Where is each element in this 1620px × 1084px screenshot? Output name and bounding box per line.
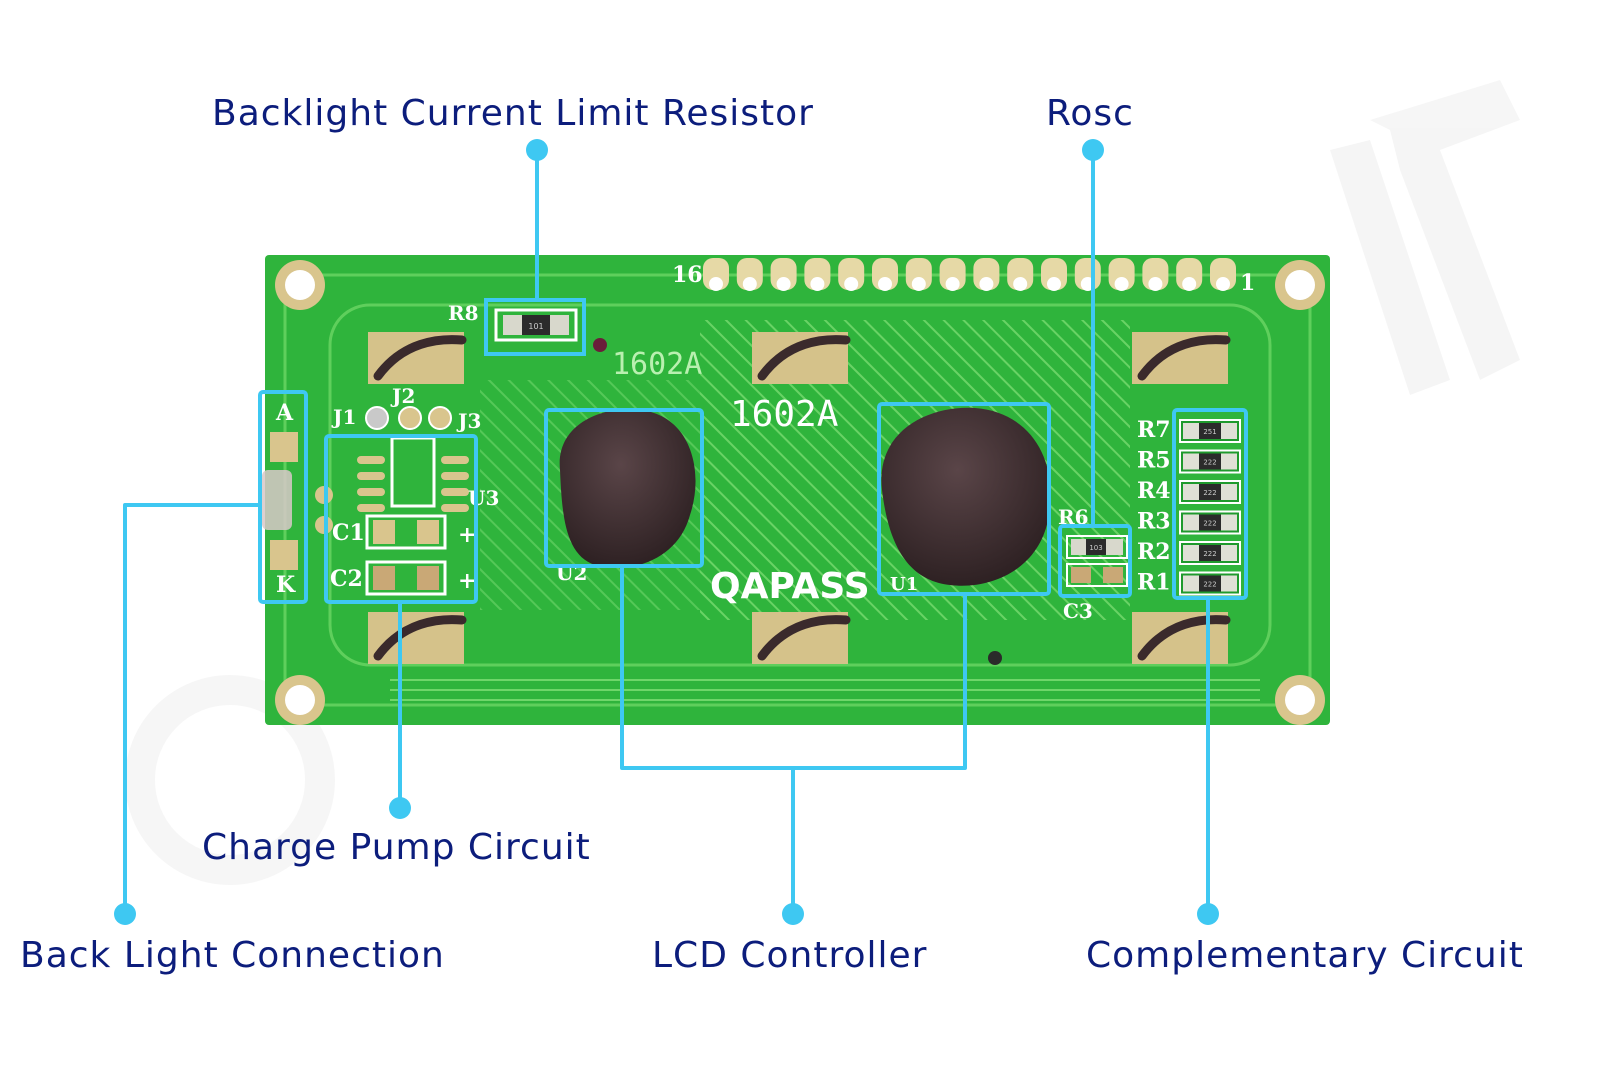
c1-plus: + (458, 522, 476, 548)
via-dot (593, 338, 607, 352)
metal-tab (1132, 612, 1231, 664)
resistor-r4: R4 222 (1137, 478, 1241, 504)
via-dot (988, 651, 1002, 665)
resistor-label: R4 (1137, 478, 1171, 504)
c3-label: C3 (1063, 599, 1093, 623)
label-rosc: Rosc (1046, 93, 1134, 134)
controller-u2 (559, 409, 696, 568)
resistor-label: R5 (1137, 448, 1171, 474)
resistor-code: 222 (1203, 550, 1216, 558)
c1-label: C1 (332, 520, 365, 546)
header-pin (1176, 258, 1203, 291)
dot-backlight-connection (114, 903, 136, 925)
resistor-r7: R7 251 (1137, 417, 1241, 443)
model-silk: 1602A (730, 394, 839, 435)
controller-u1 (881, 407, 1051, 586)
mounting-hole (275, 675, 325, 725)
resistor-r5: R5 222 (1137, 448, 1241, 474)
j1-label: J1 (331, 405, 356, 429)
header-pin (1108, 258, 1135, 291)
header-pin (1007, 258, 1034, 291)
header-pin (1142, 258, 1169, 291)
j3-label: J3 (456, 409, 481, 433)
label-backlight-connection: Back Light Connection (20, 935, 445, 976)
r6-resistor: 103 (1066, 535, 1128, 559)
dot-backlight-resistor (526, 139, 548, 161)
header-pin (770, 258, 797, 291)
metal-tab (752, 612, 851, 664)
resistor-r2: R2 222 (1137, 539, 1241, 565)
mounting-hole (1275, 260, 1325, 310)
mounting-hole (1275, 675, 1325, 725)
resistor-code: 251 (1203, 428, 1216, 436)
pin-header (703, 258, 1236, 291)
metal-tab (1132, 332, 1231, 384)
resistor-code: 222 (1203, 520, 1216, 528)
backlight-led (262, 470, 292, 530)
backlight-pad-k (270, 540, 298, 570)
r8-resistor: 101 (494, 308, 578, 342)
pin-a-label: A (275, 400, 294, 426)
line-backlight-connection (123, 503, 260, 912)
box-backlight-connection (258, 390, 308, 604)
jumper-pad (365, 406, 389, 430)
c2-plus: + (458, 568, 476, 594)
header-pin (872, 258, 898, 291)
dot-charge-pump (389, 797, 411, 819)
u1-label: U1 (890, 574, 918, 595)
callout-dots (114, 139, 1219, 925)
header-pin (736, 258, 763, 291)
header-pin (1074, 258, 1101, 291)
label-lcd-controller: LCD Controller (652, 935, 928, 976)
model-silk-faint: 1602A (612, 347, 702, 382)
resistor-code: 222 (1203, 581, 1216, 589)
jumper-pad (398, 406, 422, 430)
resistor-r3: R3 222 (1137, 509, 1241, 535)
header-pin (905, 258, 932, 291)
pin-k-label: K (276, 572, 296, 598)
dot-lcd-controller (782, 903, 804, 925)
callout-lines (123, 150, 1210, 912)
j2-label: J2 (390, 384, 415, 408)
dot-complementary (1197, 903, 1219, 925)
resistor-label: R2 (1137, 539, 1171, 565)
metal-tab (752, 332, 851, 384)
pcb-board: 16 1 1602A 1602A QAPASS A K J1 J2 J3 (262, 255, 1330, 725)
dot-rosc (1082, 139, 1104, 161)
resistor-code: 222 (1203, 489, 1216, 497)
r8-label: R8 (448, 301, 479, 325)
header-pin (703, 258, 729, 291)
backlight-pad-a (270, 432, 298, 462)
header-pin (1210, 258, 1236, 291)
resistor-code: 222 (1203, 459, 1216, 467)
label-complementary: Complementary Circuit (1086, 935, 1524, 976)
u3-label: U3 (468, 486, 499, 510)
resistor-label: R1 (1137, 570, 1171, 596)
metal-tab (368, 612, 467, 664)
header-pin (939, 258, 966, 291)
pin-16-label: 16 (672, 262, 703, 288)
header-pin (838, 258, 865, 291)
header-pin (804, 258, 831, 291)
c3-capacitor (1066, 563, 1128, 587)
label-backlight-resistor: Backlight Current Limit Resistor (212, 93, 814, 134)
mounting-hole (275, 260, 325, 310)
jumper-pad (428, 406, 452, 430)
label-charge-pump: Charge Pump Circuit (202, 827, 591, 868)
c2-label: C2 (330, 566, 363, 592)
metal-tab (368, 332, 467, 384)
header-pin (973, 258, 1000, 291)
svg-text:103: 103 (1089, 544, 1102, 552)
svg-text:101: 101 (528, 322, 543, 331)
resistor-label: R7 (1137, 417, 1171, 443)
header-pin (1041, 258, 1067, 291)
resistor-r1: R1 222 (1137, 570, 1241, 596)
pin-1-label: 1 (1240, 270, 1255, 296)
resistor-label: R3 (1137, 509, 1171, 535)
brand-silk: QAPASS (710, 566, 870, 607)
